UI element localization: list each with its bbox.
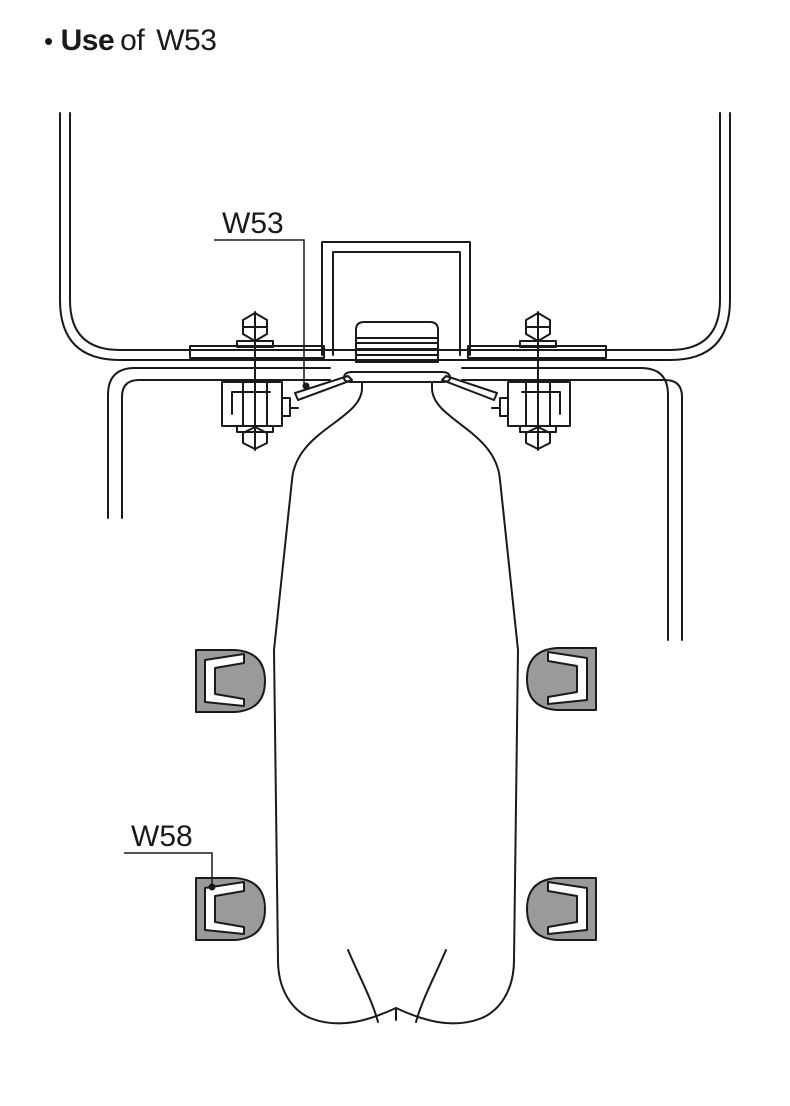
w58-guide-lower-right xyxy=(526,877,597,941)
title-part-code: W53 xyxy=(156,24,217,57)
w53-leader-line xyxy=(214,239,305,386)
title-bold-word: Use xyxy=(60,24,115,57)
w53-leader-dot xyxy=(302,382,310,390)
left-rail xyxy=(107,367,331,519)
w58-guide-upper-left xyxy=(195,649,266,713)
w58-leader-line xyxy=(124,852,213,885)
w53-right-arm xyxy=(441,375,498,401)
center-channel xyxy=(321,241,471,356)
w53-label: W53 xyxy=(222,207,284,240)
w58-label: W58 xyxy=(131,820,193,853)
bottle-body xyxy=(273,381,519,1025)
left-bolt-assembly xyxy=(221,311,299,451)
right-bolt-assembly xyxy=(491,311,571,451)
w53-left-arm xyxy=(294,375,353,401)
upper-frame-inner xyxy=(69,112,721,351)
right-rail xyxy=(461,367,669,641)
bullet-icon: • xyxy=(44,26,53,56)
title-light-word: of xyxy=(120,24,145,57)
bottle-neck-ring xyxy=(343,371,451,383)
upper-frame-outer xyxy=(59,112,731,361)
w58-guide-lower-left xyxy=(195,877,266,941)
w58-guide-upper-right xyxy=(526,647,597,711)
bottle-cap xyxy=(355,321,439,363)
w58-leader-dot xyxy=(208,883,216,891)
